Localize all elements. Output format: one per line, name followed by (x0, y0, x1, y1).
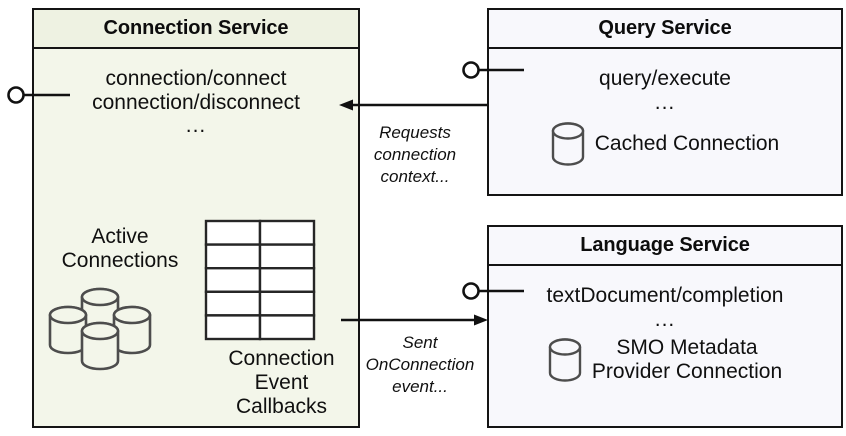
query-service-artifact: Cached Connection (489, 121, 841, 167)
component-query-service[interactable]: Query Service query/execute ... Cached C… (487, 8, 843, 196)
api-endpoint: connection/disconnect (92, 90, 300, 114)
active-connections-caption: Active Connections (61, 225, 179, 273)
database-icon (551, 121, 585, 167)
component-language-service[interactable]: Language Service textDocument/completion… (487, 225, 843, 428)
language-service-artifact: SMO Metadata Provider Connection (489, 336, 841, 384)
cached-connection-label: Cached Connection (594, 131, 780, 155)
query-service-body: query/execute ... Cached Connection (489, 49, 841, 194)
api-endpoint: textDocument/completion (546, 284, 784, 307)
figure-active-connections: Active Connections (40, 225, 200, 371)
database-cluster-icon (40, 279, 200, 371)
language-service-title: Language Service (489, 227, 841, 266)
connection-event-callbacks-caption: Connection Event Callbacks (228, 347, 335, 419)
table-grid-icon (204, 219, 359, 341)
edge-query-to-connection (339, 99, 487, 111)
api-ellipsis: ... (185, 114, 207, 138)
api-endpoint: connection/connect (105, 67, 287, 90)
database-icon (548, 337, 582, 383)
figure-connection-event-callbacks: Connection Event Callbacks (204, 219, 359, 419)
edge-label-requests-connection-context: Requests connection context... (373, 123, 457, 186)
language-service-body: textDocument/completion ... SMO Metadata… (489, 266, 841, 426)
edge-connection-to-language (341, 314, 488, 326)
api-endpoint: query/execute (599, 67, 731, 90)
language-service-api-list: textDocument/completion ... (489, 284, 841, 331)
smo-metadata-provider-connection-label: SMO Metadata Provider Connection (591, 336, 783, 384)
api-ellipsis: ... (654, 90, 676, 114)
connection-service-body: connection/connect connection/disconnect… (34, 49, 358, 426)
query-service-title: Query Service (489, 10, 841, 49)
connection-service-api-list: connection/connect connection/disconnect… (34, 67, 358, 138)
edge-label-sent-onconnection-event: Sent OnConnection event... (365, 333, 475, 396)
api-ellipsis: ... (654, 307, 676, 331)
query-service-api-list: query/execute ... (489, 67, 841, 114)
component-connection-service[interactable]: Connection Service connection/connect co… (32, 8, 360, 428)
connection-service-title: Connection Service (34, 10, 358, 49)
